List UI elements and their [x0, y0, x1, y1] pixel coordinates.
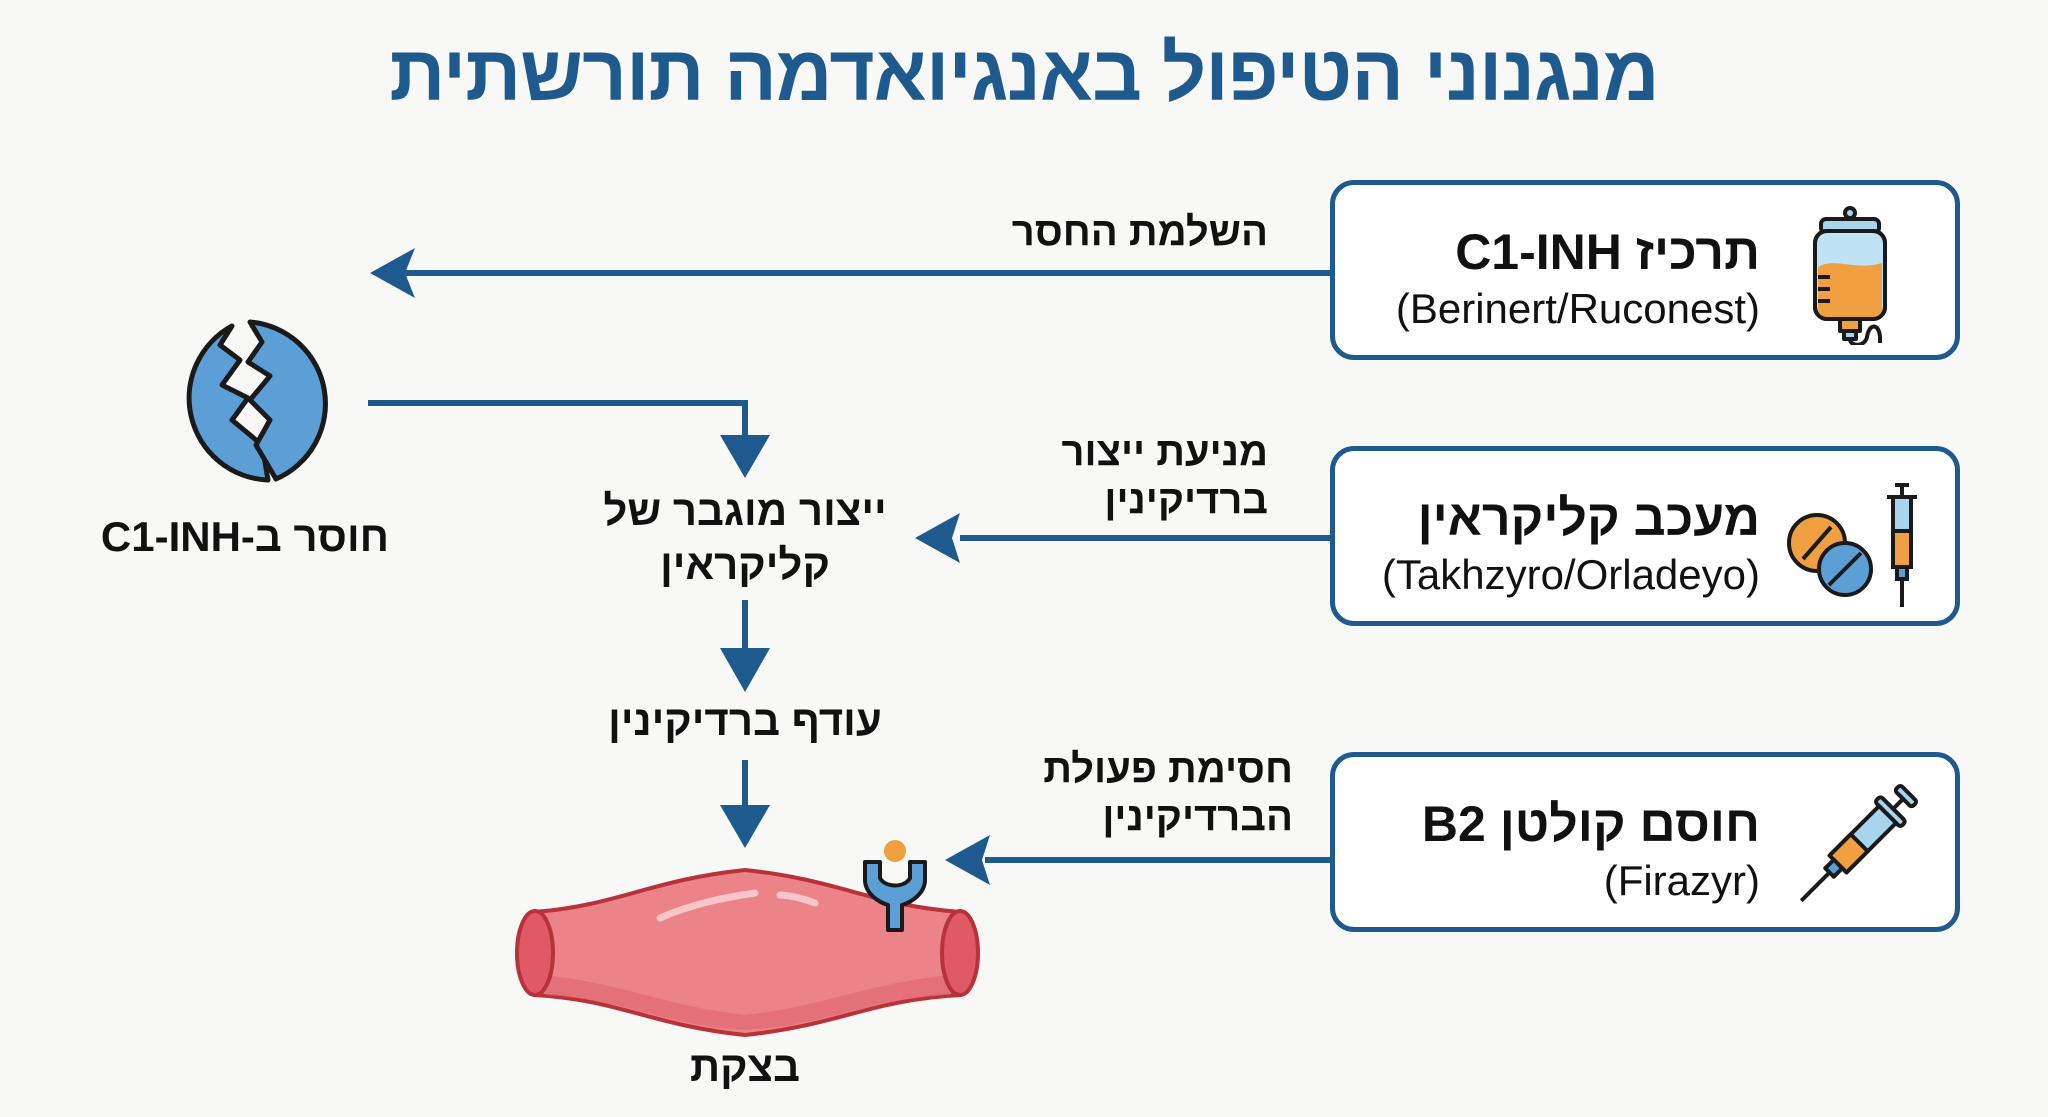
- kallikrein-label: ייצור מוגבר של קליקראין: [603, 487, 887, 588]
- arrowhead: [720, 805, 770, 848]
- arrow-deficiency-to-kallikrein: [368, 400, 748, 440]
- b2-receptor-icon: [863, 840, 927, 932]
- treatment-brands: (Takhzyro/Orladeyo): [1381, 551, 1760, 598]
- arrowhead: [945, 835, 990, 885]
- broken-circle-icon: [186, 319, 328, 483]
- arrowhead: [720, 435, 770, 478]
- iv-bag-icon: [1813, 206, 1887, 345]
- swelling-label: בצקת: [689, 1043, 801, 1090]
- bradykinin-label: עודף ברדיקינין: [608, 697, 882, 744]
- arrowhead: [370, 248, 415, 298]
- arrowhead: [915, 513, 960, 563]
- treatment-name: חוסם קולטן B2: [1421, 796, 1760, 852]
- treatment-name: מעכב קליקראין: [1417, 490, 1760, 546]
- deficiency-label: חוסר ב-C1-INH: [100, 513, 390, 560]
- pills-syringe-icon: [1787, 483, 1917, 607]
- arrowhead: [720, 648, 770, 692]
- treatment-box-kallikrein-inhibitor: מעכב קליקראין (Takhzyro/Orladeyo): [1330, 446, 1960, 626]
- action-label-block: חסימת פעולת הברדיקינין: [1043, 747, 1293, 839]
- treatment-name: תרכיז C1-INH: [1455, 224, 1760, 280]
- treatment-brands: (Berinert/Ruconest): [1395, 285, 1760, 332]
- treatment-brands: (Firazyr): [1603, 857, 1760, 904]
- syringe-icon: [1799, 784, 1918, 903]
- blood-vessel-icon: [515, 867, 980, 1038]
- treatment-box-b2-blocker: חוסם קולטן B2 (Firazyr): [1330, 752, 1960, 932]
- action-label-prevent: מניעת ייצור ברדיקינין: [1061, 430, 1268, 522]
- treatment-box-c1inh: תרכיז C1-INH (Berinert/Ruconest): [1330, 180, 1960, 360]
- action-label-replace: השלמת החסר: [1011, 210, 1268, 254]
- page-title: מנגנוני הטיפול באנגיואדמה תורשתית: [389, 29, 1659, 117]
